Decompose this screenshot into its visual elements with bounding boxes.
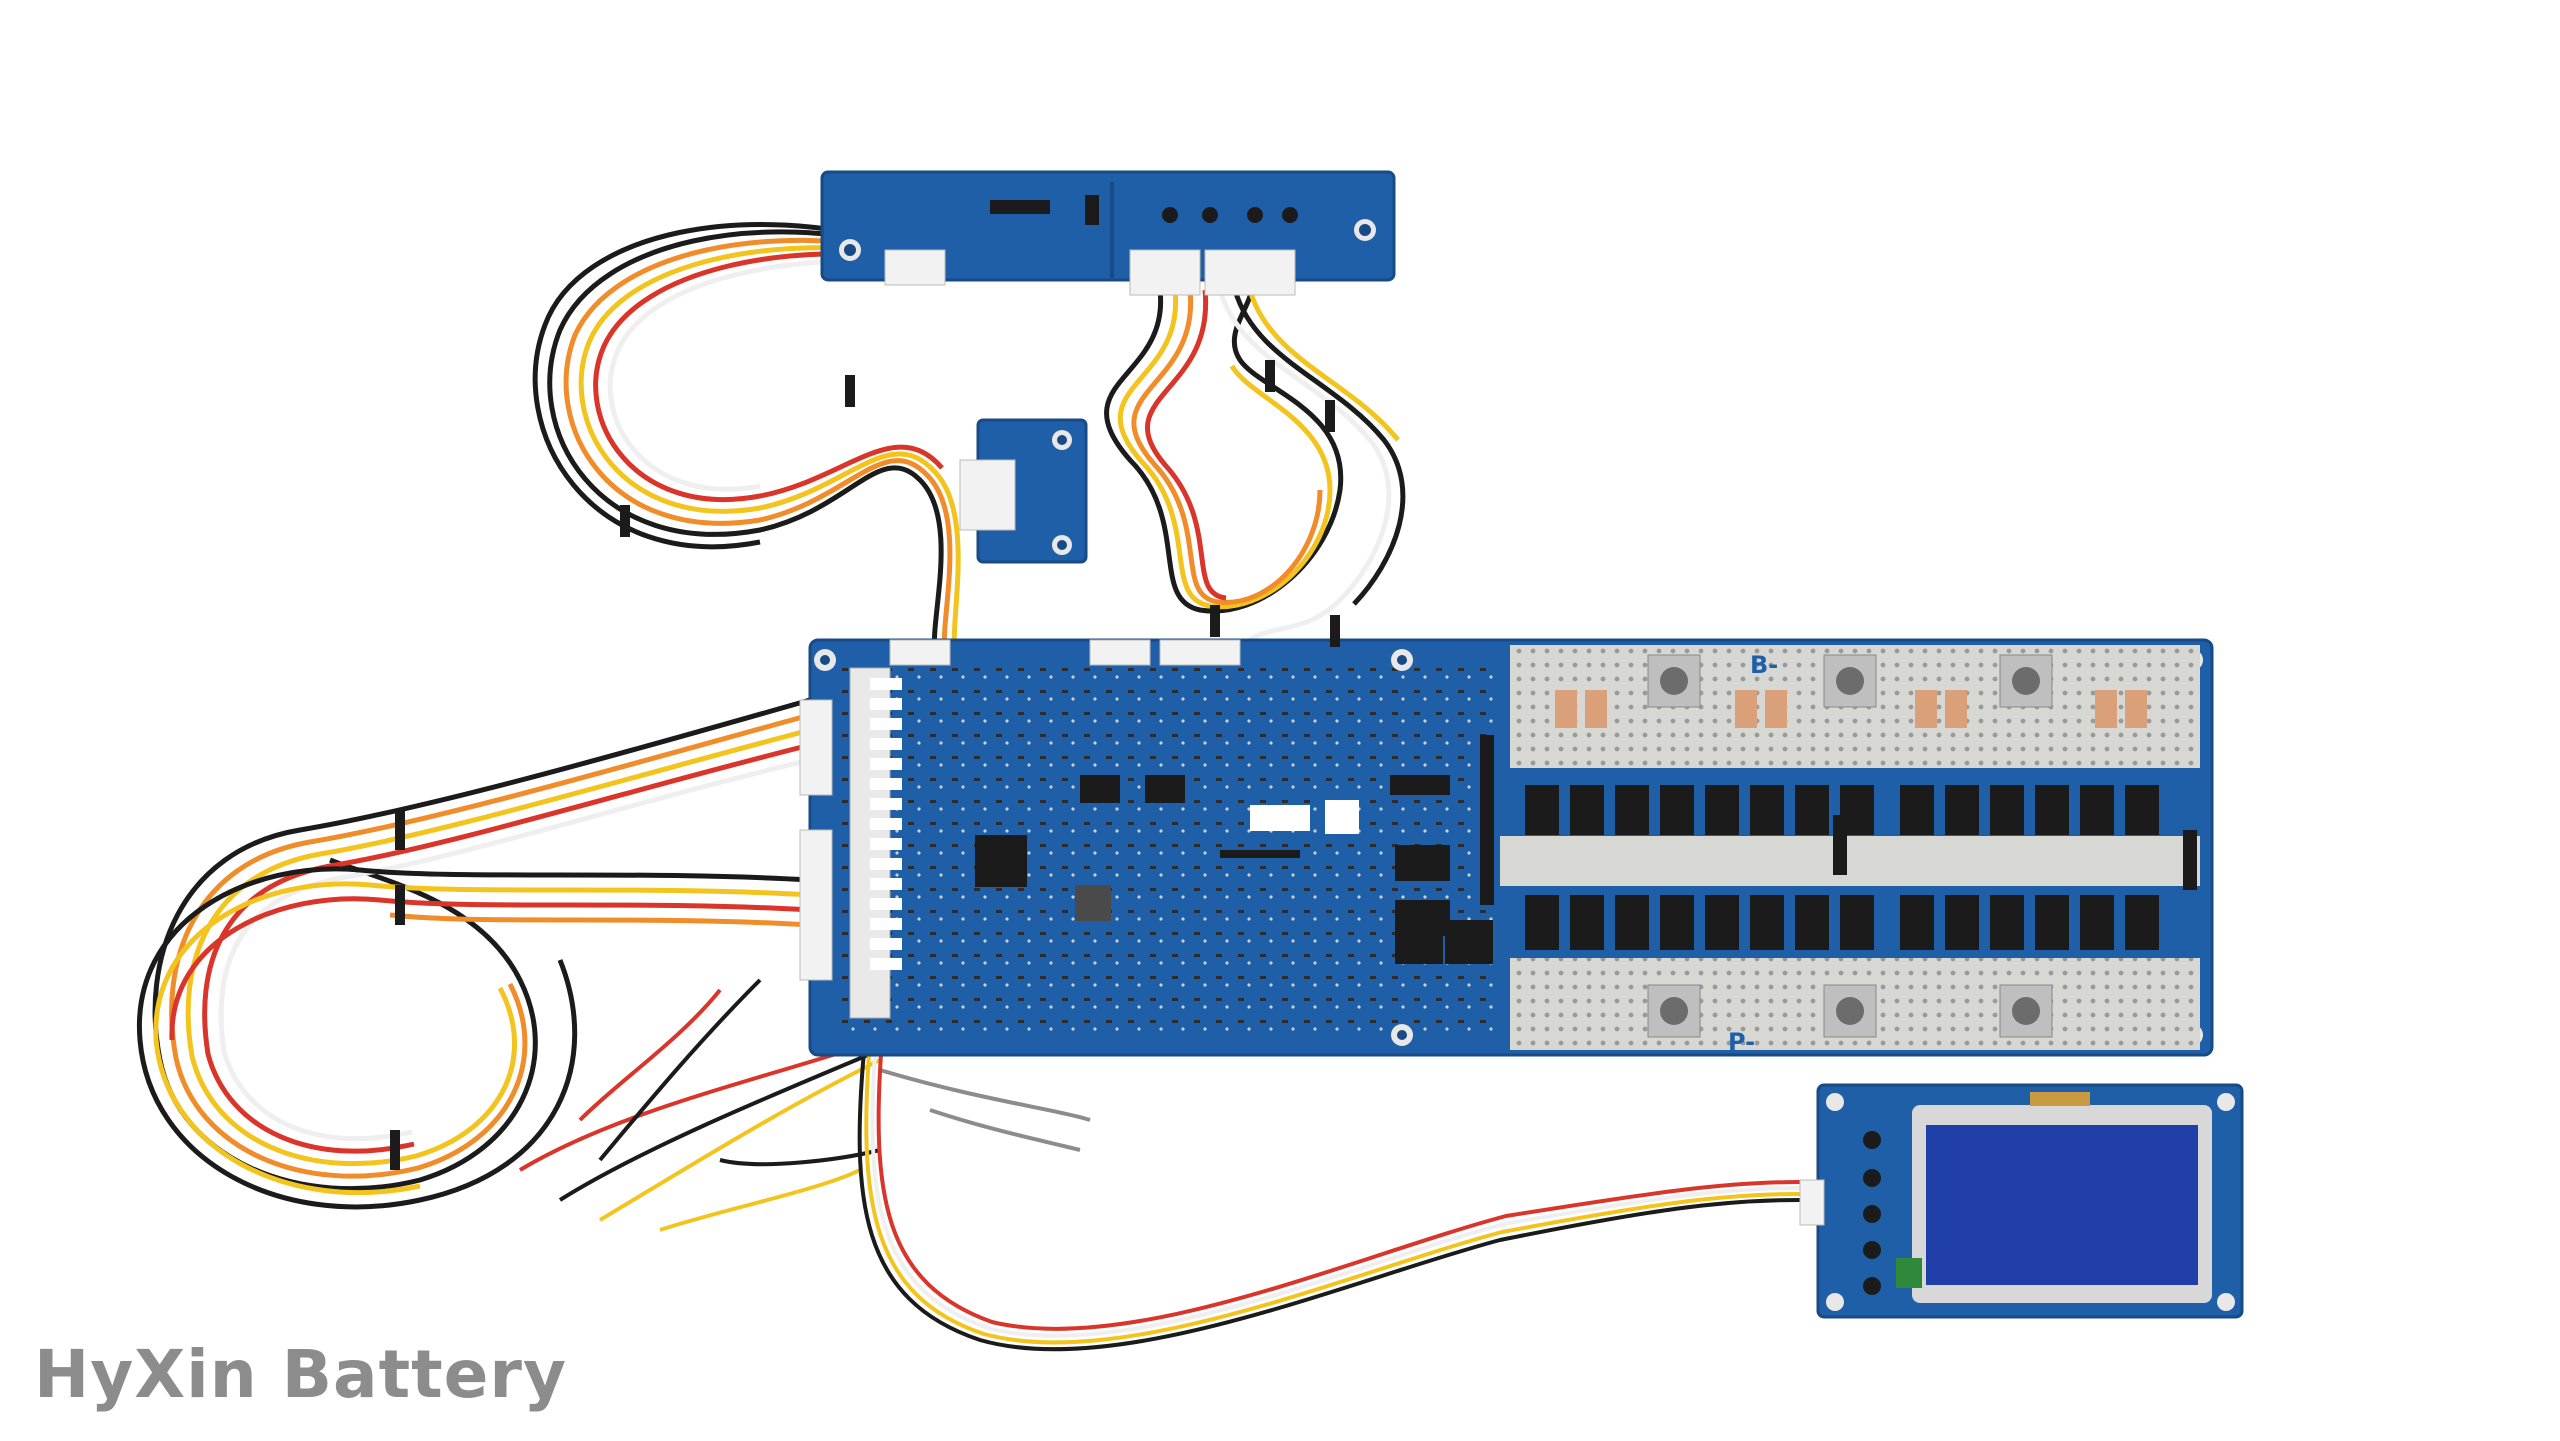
cable-ties [390,360,1340,1170]
top-adapter-board [820,170,1396,296]
b-minus-label: B- [1750,651,1778,679]
lcd-cable [857,1039,1801,1352]
lcd-display-module [1799,1083,2244,1319]
loose-wire-tails [518,978,1091,1232]
top-left-wire-loop [532,222,961,651]
main-bms-board [799,638,2214,1057]
watermark-logo: HyXin Battery [34,1336,568,1413]
top-center-wire-loop [1104,278,1406,652]
small-sensor-board [959,418,1088,564]
left-wire-loop [136,697,811,1210]
p-minus-label: P- [1728,1028,1755,1056]
